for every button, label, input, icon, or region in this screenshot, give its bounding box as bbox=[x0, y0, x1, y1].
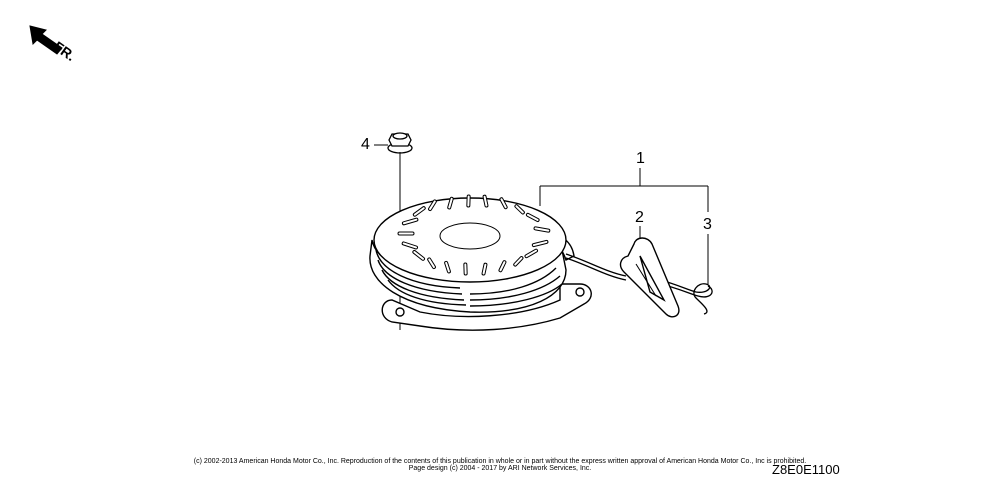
copyright-line-1: (c) 2002-2013 American Honda Motor Co., … bbox=[193, 458, 807, 465]
callout-2: 2 bbox=[635, 209, 644, 226]
callout-3: 3 bbox=[703, 216, 712, 233]
callout-1: 1 bbox=[636, 150, 645, 167]
front-direction-arrow-icon bbox=[29, 25, 63, 55]
callout-4: 4 bbox=[361, 136, 370, 153]
flange-nut bbox=[387, 132, 413, 154]
starter-cover bbox=[373, 194, 567, 283]
copyright-line-2: Page design (c) 2004 - 2017 by ARI Netwo… bbox=[408, 465, 592, 472]
diagram-code: Z8E0E1100 bbox=[772, 462, 840, 477]
starter-grip-handle bbox=[619, 237, 680, 318]
starter-rope bbox=[565, 253, 713, 315]
starter-case bbox=[369, 234, 592, 331]
